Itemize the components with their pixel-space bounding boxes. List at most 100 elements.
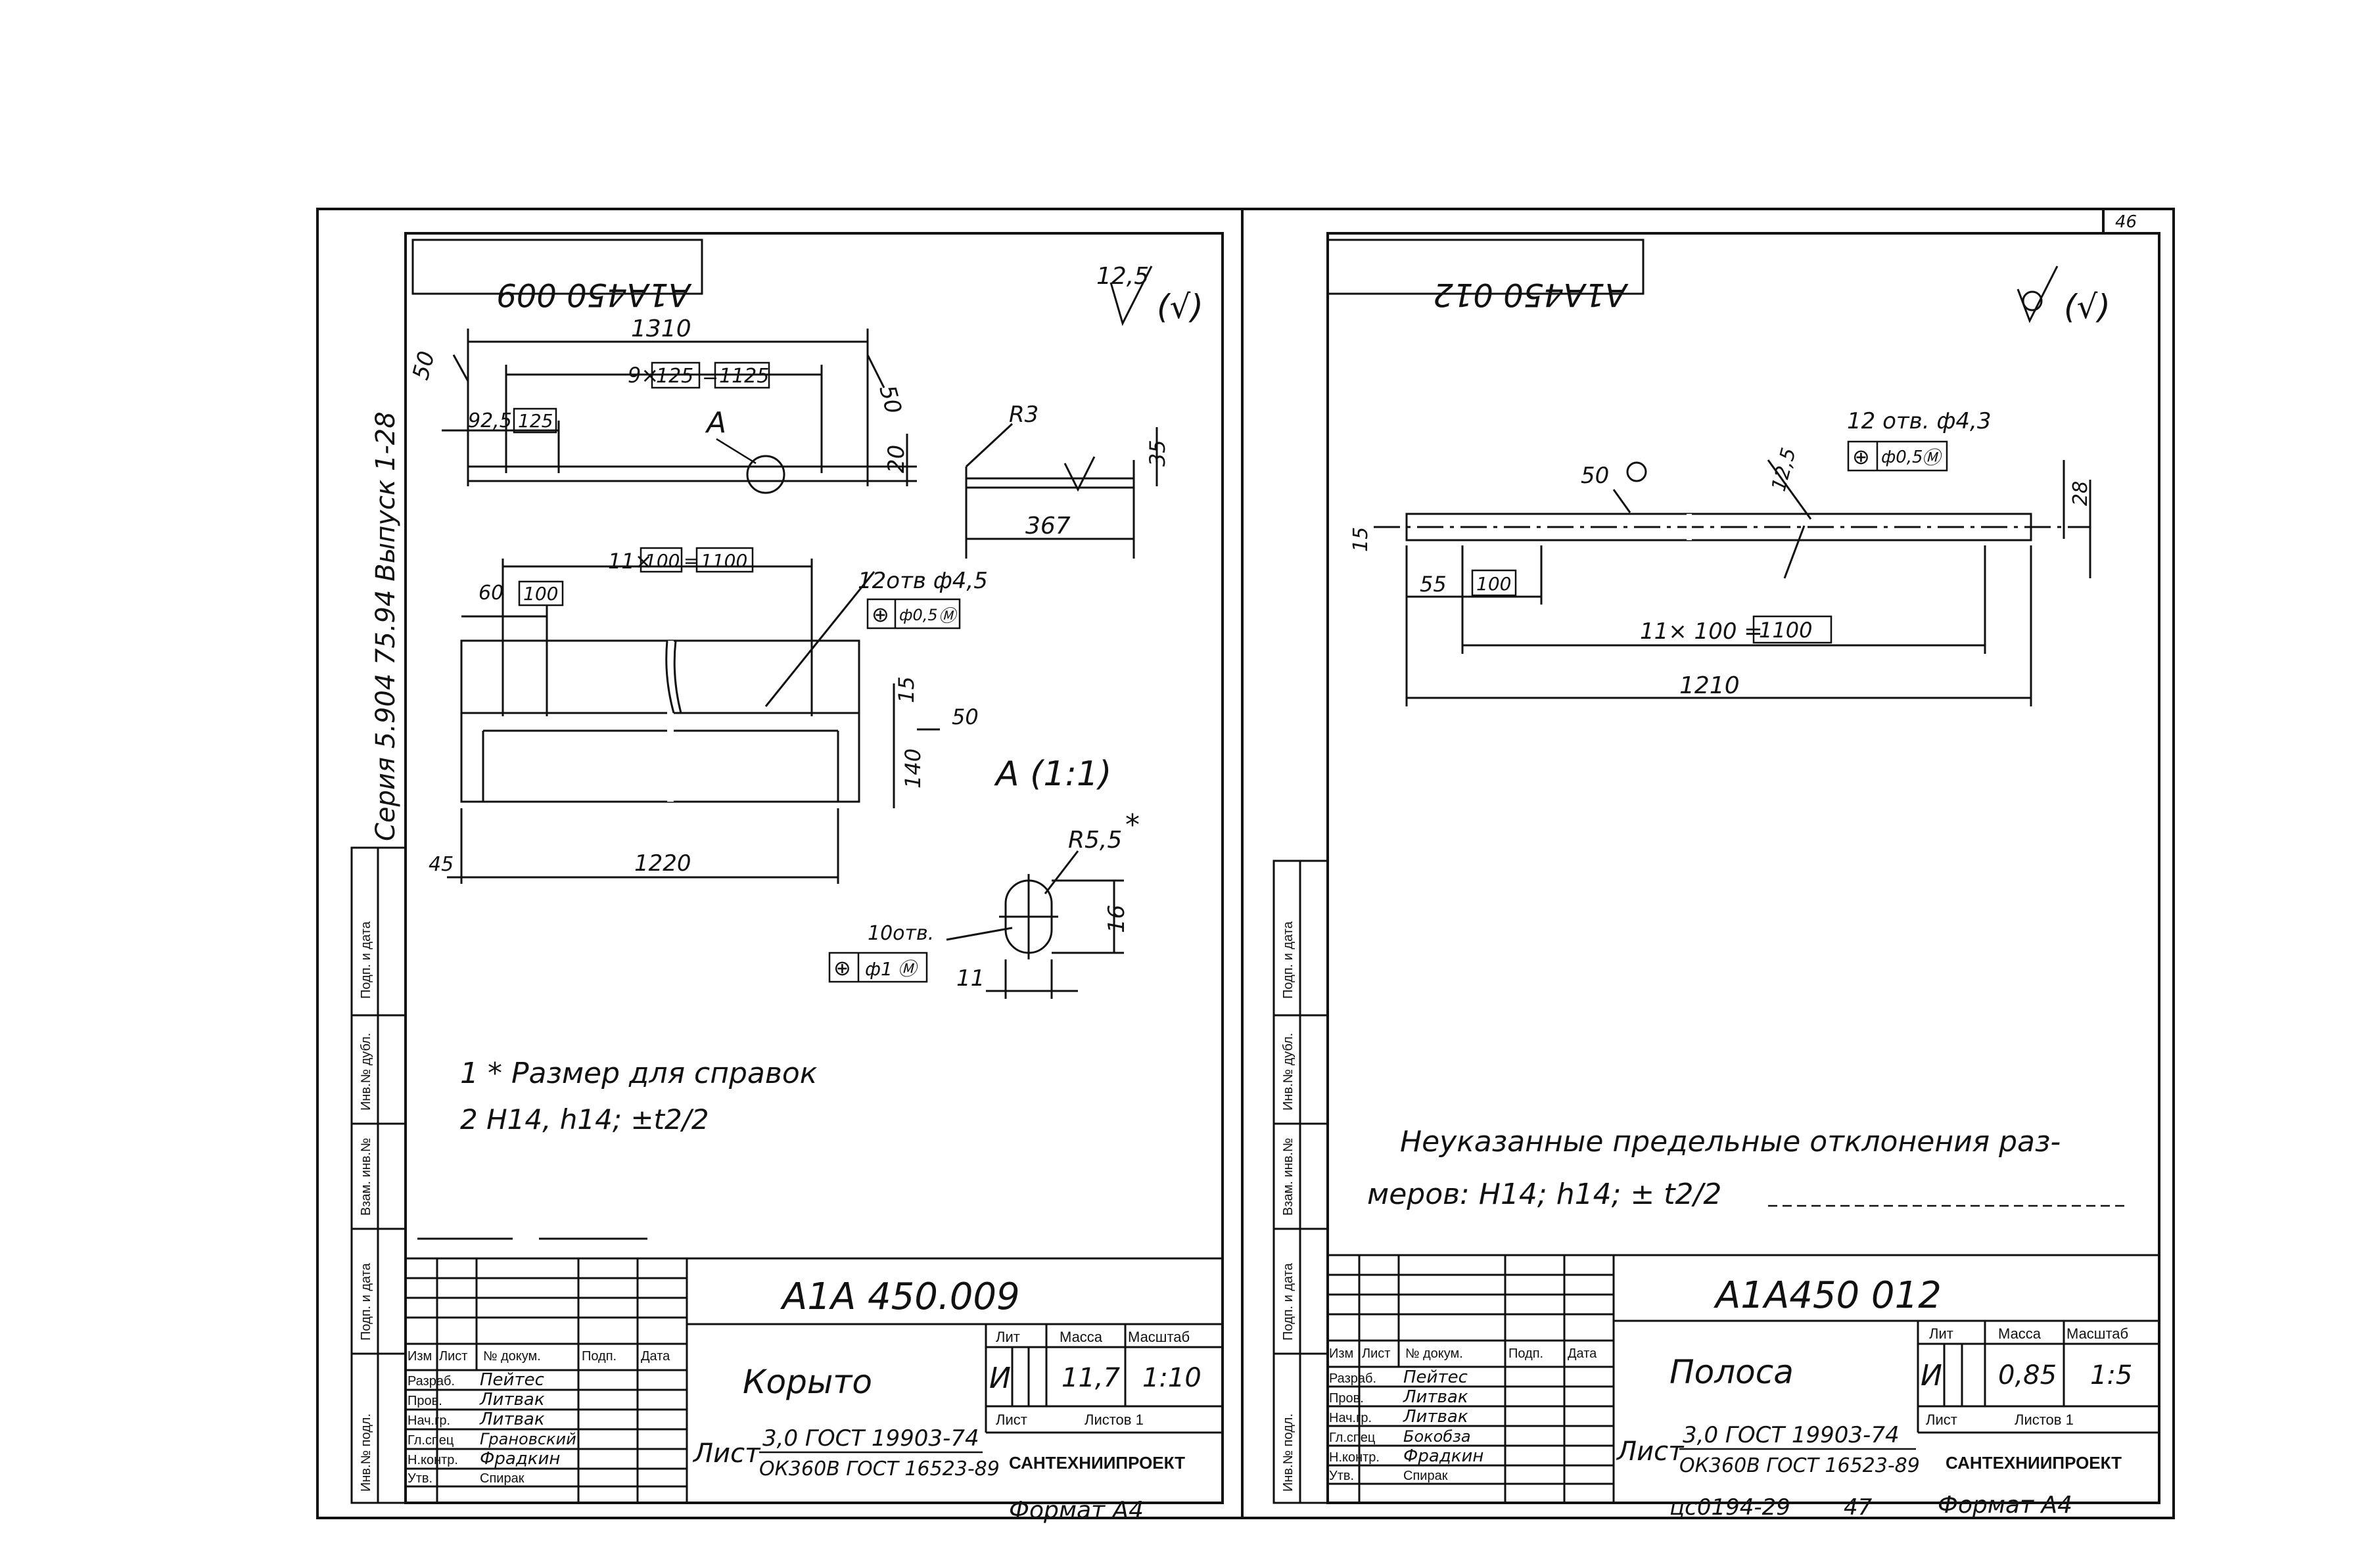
right-role-3: Нач.гр.: [1329, 1411, 1372, 1425]
left-pitch: 125: [656, 365, 693, 388]
left-col-list: Лист: [439, 1349, 467, 1364]
left-height: 20: [883, 445, 910, 473]
bottom-sheet-ref: 47: [1844, 1494, 1873, 1521]
left-role-6: Утв.: [408, 1471, 432, 1486]
right-holes: 12 отв. ф4,3: [1847, 408, 1991, 434]
left-material-prefix: Лист: [692, 1438, 761, 1469]
right-role-4: Гл.спец: [1329, 1431, 1375, 1445]
right-name-2: Литвак: [1403, 1387, 1468, 1407]
left-note-2: 2 Н14, h14; ±t2/2: [460, 1103, 709, 1136]
svg-text:=: =: [702, 365, 718, 388]
right-format: Формат А4: [1938, 1492, 2072, 1519]
left-name-2: Литвак: [479, 1390, 545, 1410]
right-material-bottom: ОК360В ГОСТ 16523-89: [1679, 1454, 1920, 1477]
right-sheet-frame: [1241, 208, 2175, 1519]
right-hole-tol: ф0,5: [1881, 448, 1923, 467]
left-detail-tol-pos: ⊕: [833, 955, 851, 980]
right-name-3: Литвак: [1403, 1407, 1468, 1427]
svg-text:=: =: [684, 550, 699, 572]
right-role-6: Утв.: [1329, 1469, 1354, 1483]
left-stamp-5: Инв.№ подл.: [359, 1413, 373, 1492]
right-designation: A1A450 012: [1714, 1274, 1942, 1317]
left-format: Формат А4: [1009, 1497, 1144, 1524]
left-col-date: Дата: [641, 1349, 670, 1364]
right-col-list: Лист: [1362, 1346, 1390, 1361]
left-role-3: Нач.гр.: [408, 1413, 450, 1428]
left-name-1: Пейтес: [480, 1370, 544, 1390]
left-col-lit: Лит: [996, 1329, 1020, 1345]
left-pitch2: 100: [645, 550, 680, 572]
left-part-name: Корыто: [743, 1363, 872, 1401]
left-name-5: Фрадкин: [480, 1449, 560, 1469]
left-hole-tol-m: Ⓜ: [939, 607, 958, 626]
left-detail-tol: ф1: [865, 958, 893, 980]
left-radius: R3: [1009, 402, 1038, 428]
left-sheet: Лист: [996, 1412, 1027, 1428]
left-hole-tol-pos: ⊕: [872, 602, 889, 627]
right-lit: И: [1921, 1359, 1942, 1392]
right-name-5: Фрадкин: [1403, 1446, 1483, 1466]
left-note-1: 1 * Размер для справок: [460, 1057, 818, 1090]
left-detail-radius: R5,5: [1068, 827, 1122, 854]
left-detail-title: A (1:1): [994, 754, 1111, 794]
left-roughness-value: 12,5: [1096, 263, 1149, 290]
right-col-doc: № докум.: [1405, 1346, 1463, 1361]
left-stamp-4: Подп. и дата: [359, 1262, 373, 1341]
left-company: САНТЕХНИИПРОЕКТ: [1009, 1453, 1185, 1473]
left-col-izm: Изм: [408, 1349, 432, 1364]
right-material-prefix: Лист: [1616, 1436, 1685, 1467]
left-col-scale: Масштаб: [1128, 1329, 1190, 1345]
right-role-2: Пров.: [1329, 1391, 1364, 1406]
left-pitch2-count: 11×: [608, 549, 653, 574]
right-d28: 28: [2069, 481, 2092, 506]
right-overall: 1210: [1679, 672, 1740, 699]
left-material-top: 3,0 ГОСТ 19903-74: [762, 1425, 979, 1452]
series-label: Серия 5.904 75.94 Выпуск 1-28: [371, 411, 401, 841]
right-col-scale: Масштаб: [2066, 1325, 2128, 1342]
left-lit: И: [989, 1362, 1011, 1395]
bottom-doc-ref: цс0194-29: [1669, 1494, 1790, 1521]
left-mass: 11,7: [1062, 1363, 1121, 1393]
left-pitch-total: 1125: [719, 365, 769, 388]
right-stamp-3: Взам. инв.№: [1281, 1138, 1295, 1216]
right-name-4: Бокобза: [1403, 1427, 1471, 1446]
left-d50: 50: [952, 704, 979, 729]
right-d15: 15: [1349, 527, 1372, 552]
left-section-mark: A: [705, 406, 726, 440]
left-side-stamp: Подп. и дата Инв.№ дубл. Взам. инв.№ Под…: [350, 846, 407, 1504]
left-h35: 35: [1145, 440, 1170, 467]
left-stamp-2: Инв.№ дубл.: [359, 1033, 373, 1111]
left-name-3: Литвак: [479, 1410, 545, 1429]
left-role-5: Н.контр.: [408, 1453, 458, 1467]
right-col-izm: Изм: [1329, 1346, 1353, 1361]
left-role-1: Разраб.: [408, 1374, 455, 1389]
right-mirrored-code: A1A450 012: [1433, 276, 1629, 313]
right-material-top: 3,0 ГОСТ 19903-74: [1683, 1422, 1900, 1448]
left-stamp-3: Взам. инв.№: [359, 1138, 373, 1216]
right-d55: 55: [1420, 572, 1447, 597]
left-sheets: Листов 1: [1085, 1412, 1144, 1428]
left-pitch2-total: 1100: [701, 550, 747, 572]
right-note-2: меров: Н14; h14; ± t2/2: [1367, 1178, 1721, 1211]
left-d15: 15: [894, 676, 919, 703]
left-dim-side-left: 50: [408, 348, 440, 382]
right-stamp-1: Подп. и дата: [1281, 921, 1295, 999]
left-d45: 45: [429, 853, 454, 876]
right-role-5: Н.контр.: [1329, 1450, 1380, 1465]
right-stamp-5: Инв.№ подл.: [1281, 1413, 1295, 1492]
left-pitch-count: 9×: [628, 363, 659, 388]
left-name-4: Грановский: [480, 1430, 576, 1448]
left-detail-h16: 16: [1104, 905, 1130, 933]
left-name-6: Спирак: [480, 1471, 525, 1486]
right-hole-roughness: 12,5: [1767, 446, 1801, 494]
left-role-2: Пров.: [408, 1394, 442, 1408]
left-sheet-frame: [316, 208, 1244, 1519]
left-col-mass: Масса: [1060, 1329, 1103, 1345]
left-mirrored-code: A1A450 009: [496, 276, 692, 313]
right-roughness-mark: (√): [2064, 288, 2111, 326]
right-scale: 1:5: [2090, 1360, 2132, 1390]
right-stamp-4: Подп. и дата: [1281, 1262, 1295, 1341]
left-d140: 140: [900, 748, 925, 789]
right-note-1: Неуказанные предельные отклонения раз-: [1400, 1125, 2061, 1159]
